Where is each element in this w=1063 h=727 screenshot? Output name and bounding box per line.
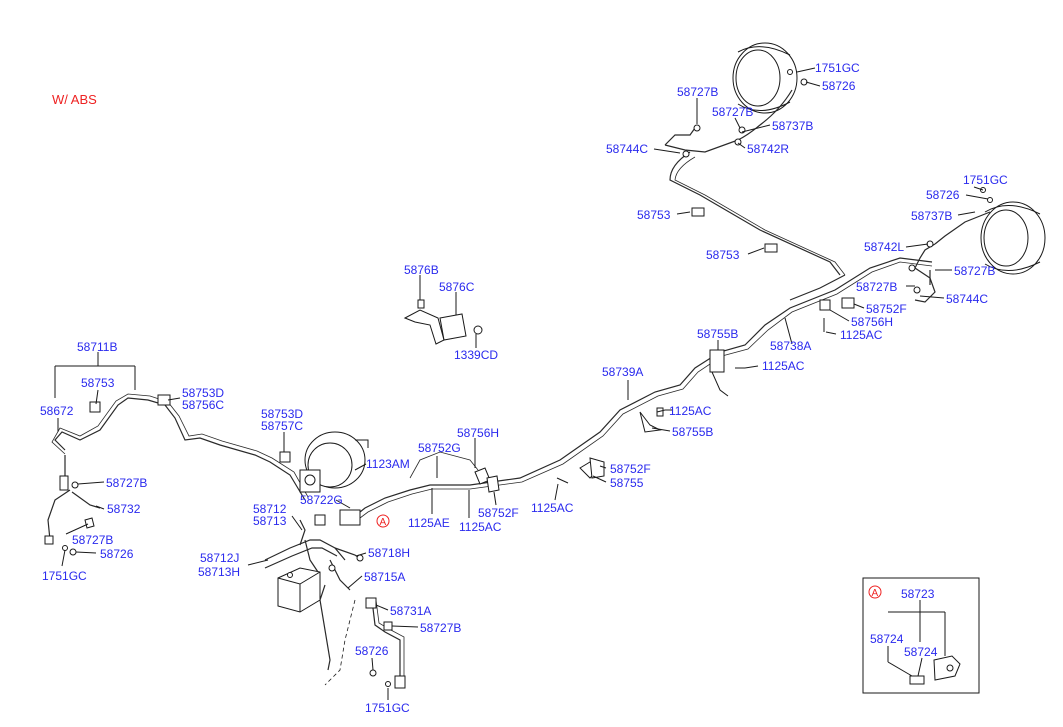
label-58711b: 58711B: [77, 340, 117, 354]
label-1751gc: 1751GC: [815, 61, 860, 75]
label-58731a: 58731A: [390, 604, 431, 618]
label-58756h: 58756H: [457, 426, 499, 440]
label-58753: 58753: [81, 376, 115, 390]
label-58723: 58723: [901, 587, 935, 601]
label-1751gc: 1751GC: [963, 173, 1008, 187]
leader-lines: [54, 67, 989, 700]
label-58738a: 58738A: [770, 339, 811, 353]
bracket-assembly: [403, 299, 483, 345]
svg-text:A: A: [380, 517, 387, 528]
label-58744c: 58744C: [606, 142, 648, 156]
label-58742l: 58742L: [864, 240, 904, 254]
label-58727b: 58727B: [677, 85, 718, 99]
label-58752f: 58752F: [866, 302, 907, 316]
label-58744c: 58744C: [946, 292, 988, 306]
label-1125ac: 1125AC: [840, 328, 883, 342]
label-58726: 58726: [100, 547, 134, 561]
label-58737b: 58737B: [911, 209, 952, 223]
part-labels: 1751GC 58726 58727B 58727B 58737B 58744C…: [40, 61, 1008, 715]
label-58752g: 58752G: [418, 441, 461, 455]
label-58742r: 58742R: [747, 142, 789, 156]
label-58727b: 58727B: [420, 621, 461, 635]
abs-module: [264, 519, 364, 686]
inset-box: A: [862, 577, 980, 694]
label-58756c: 58756C: [182, 398, 224, 412]
ref-marker-a: A: [376, 514, 390, 528]
front-right-hose: [365, 597, 406, 689]
label-58755b: 58755B: [672, 425, 713, 439]
label-58712j: 58712J: [200, 551, 239, 565]
label-58755: 58755: [610, 476, 644, 490]
label-1125ac: 1125AC: [459, 520, 502, 534]
brake-booster: [299, 431, 369, 526]
label-58713h: 58713H: [198, 565, 240, 579]
rear-pipe-top: [664, 69, 846, 276]
rear-pipe-right: [908, 187, 993, 303]
label-58726: 58726: [926, 188, 960, 202]
label-58727b: 58727B: [712, 105, 753, 119]
label-1125ae: 1125AE: [408, 516, 450, 530]
label-1751gc: 1751GC: [365, 701, 410, 715]
label-58727b: 58727B: [856, 280, 897, 294]
label-1123am: 1123AM: [366, 457, 410, 471]
label-58724: 58724: [870, 632, 904, 646]
label-58727b: 58727B: [72, 533, 113, 547]
label-58727b: 58727B: [106, 476, 147, 490]
label-1125ac: 1125AC: [762, 359, 805, 373]
label-5876b: 5876B: [404, 263, 439, 277]
front-left-hose: [44, 455, 101, 556]
label-58755b: 58755B: [697, 327, 738, 341]
diagram-title: W/ ABS: [52, 92, 97, 107]
label-58724: 58724: [904, 645, 938, 659]
label-58727b: 58727B: [954, 264, 995, 278]
label-1125ac: 1125AC: [531, 501, 574, 515]
label-5876c: 5876C: [439, 280, 475, 294]
label-1751gc: 1751GC: [42, 569, 87, 583]
pipe-clips: [431, 297, 855, 500]
label-58732: 58732: [107, 502, 141, 516]
label-58722g: 58722G: [300, 493, 343, 507]
label-58726: 58726: [355, 644, 389, 658]
label-58753: 58753: [637, 208, 671, 222]
svg-text:A: A: [872, 588, 879, 599]
label-58718h: 58718H: [368, 546, 410, 560]
label-1339cd: 1339CD: [454, 348, 498, 362]
label-1125ac: 1125AC: [669, 404, 712, 418]
label-58757c: 58757C: [261, 419, 303, 433]
label-58712: 58712: [253, 502, 287, 516]
label-58753d: 58753D: [182, 386, 224, 400]
rear-brake-drum-top: [732, 42, 798, 114]
left-pipe-58711b: [51, 393, 309, 501]
label-58752f: 58752F: [478, 506, 519, 520]
label-58756h: 58756H: [851, 315, 893, 329]
label-58752f: 58752F: [610, 462, 651, 476]
label-58753: 58753: [706, 248, 740, 262]
label-58715a: 58715A: [364, 570, 405, 584]
label-58753d: 58753D: [261, 407, 303, 421]
label-58739a: 58739A: [602, 365, 643, 379]
label-58672: 58672: [40, 404, 74, 418]
rear-brake-drum-right: [980, 201, 1046, 275]
label-58737b: 58737B: [772, 119, 813, 133]
label-58713: 58713: [253, 514, 287, 528]
label-58726: 58726: [822, 79, 856, 93]
